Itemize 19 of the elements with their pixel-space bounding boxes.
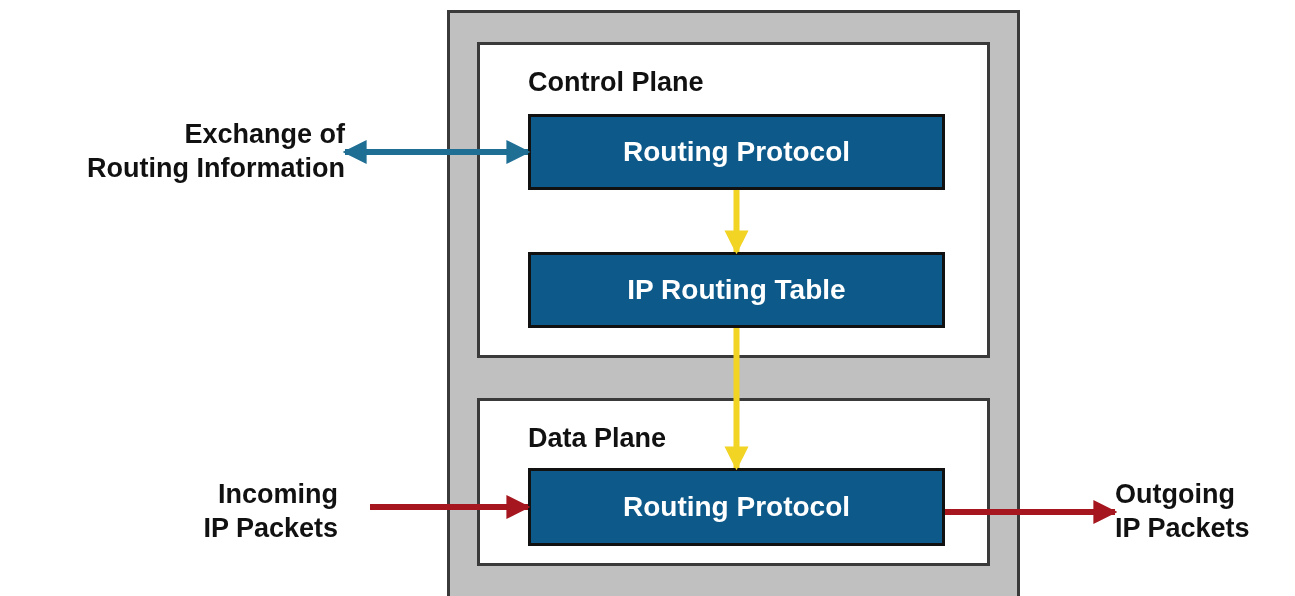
box-label: Routing Protocol [622, 136, 851, 168]
process-box [528, 114, 945, 190]
arrow [724, 190, 749, 255]
side-label: Outgoing IP Packets [1115, 478, 1251, 545]
box-label: IP Routing Table [627, 274, 846, 306]
arrow [370, 495, 531, 519]
process-box [528, 252, 945, 328]
box-label: Routing Protocol [622, 491, 851, 523]
arrow [724, 328, 749, 471]
side-label: Incoming IP Packets [202, 478, 338, 545]
arrow [945, 500, 1118, 524]
plane-panel [477, 42, 990, 358]
router-frame [447, 10, 1020, 596]
arrow [342, 140, 531, 164]
plane-title: Control Plane [528, 67, 704, 98]
process-box [528, 468, 945, 546]
plane-title: Data Plane [528, 423, 667, 454]
plane-panel [477, 398, 990, 566]
side-label: Exchange of Routing Information [86, 118, 345, 185]
